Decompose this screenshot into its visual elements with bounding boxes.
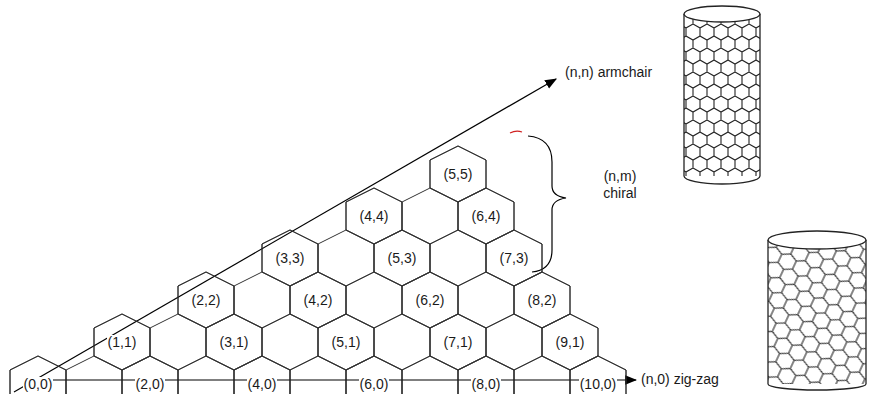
index-label: (9,1) bbox=[555, 335, 586, 350]
index-label: (4,2) bbox=[303, 293, 334, 308]
hexagon-cell: (5,3) bbox=[374, 230, 430, 286]
hexagon-cell: (7,3) bbox=[486, 230, 542, 286]
hexagon-grid bbox=[10, 146, 626, 394]
index-label: (6,2) bbox=[415, 293, 446, 308]
hexagon-cell: (6,4) bbox=[458, 188, 514, 244]
index-label: (10,0) bbox=[579, 377, 618, 392]
armchair-axis-label: (n,n) armchair bbox=[564, 64, 653, 81]
index-label: (6,4) bbox=[471, 209, 502, 224]
hexagon-cell: (1,1) bbox=[94, 314, 150, 370]
index-label: (5,3) bbox=[387, 251, 418, 266]
hexagon-cell: (6,0) bbox=[346, 356, 402, 394]
index-label: (7,3) bbox=[499, 251, 530, 266]
index-label: (3,3) bbox=[275, 251, 306, 266]
index-label: (5,5) bbox=[443, 167, 474, 182]
hexagon-cell: (3,1) bbox=[206, 314, 262, 370]
hexagon-cell: (0,0) bbox=[10, 356, 66, 394]
index-label: (2,0) bbox=[135, 377, 166, 392]
hexagon-cell: (10,0) bbox=[570, 356, 626, 394]
index-label: (2,2) bbox=[191, 293, 222, 308]
armchair-axis-arrow bbox=[14, 79, 556, 392]
zigzag-nanotube bbox=[768, 231, 866, 390]
index-label: (6,0) bbox=[359, 377, 390, 392]
hexagon-cell: (9,1) bbox=[542, 314, 598, 370]
chiral-label: (n,m) chiral bbox=[588, 168, 652, 202]
hexagon-cell: (5,1) bbox=[318, 314, 374, 370]
hexagon-cell: (8,0) bbox=[458, 356, 514, 394]
hexagon-cell: (2,2) bbox=[178, 272, 234, 328]
index-label: (7,1) bbox=[443, 335, 474, 350]
hexagon-cell: (5,5) bbox=[430, 146, 486, 202]
index-label: (5,1) bbox=[331, 335, 362, 350]
index-label: (4,4) bbox=[359, 209, 390, 224]
index-label: (4,0) bbox=[247, 377, 278, 392]
armchair-nanotube bbox=[684, 6, 760, 184]
index-label: (0,0) bbox=[23, 377, 54, 392]
index-label: (8,2) bbox=[527, 293, 558, 308]
hexagon-cell: (2,0) bbox=[122, 356, 178, 394]
hexagon-cell: (4,4) bbox=[346, 188, 402, 244]
hexagon-cell: (4,0) bbox=[234, 356, 290, 394]
hexagon-cell: (6,2) bbox=[402, 272, 458, 328]
zigzag-axis-label: (n,0) zig-zag bbox=[640, 371, 720, 388]
hexagon-cell: (4,2) bbox=[290, 272, 346, 328]
hexagon-cell: (3,3) bbox=[262, 230, 318, 286]
red-mark bbox=[510, 131, 522, 133]
index-label: (1,1) bbox=[107, 335, 138, 350]
index-label: (8,0) bbox=[471, 377, 502, 392]
index-label: (3,1) bbox=[219, 335, 250, 350]
hexagon-cell: (8,2) bbox=[514, 272, 570, 328]
chiral-brace bbox=[528, 136, 566, 272]
hexagon-cell: (7,1) bbox=[430, 314, 486, 370]
zigzag-axis-arrow bbox=[34, 379, 636, 380]
